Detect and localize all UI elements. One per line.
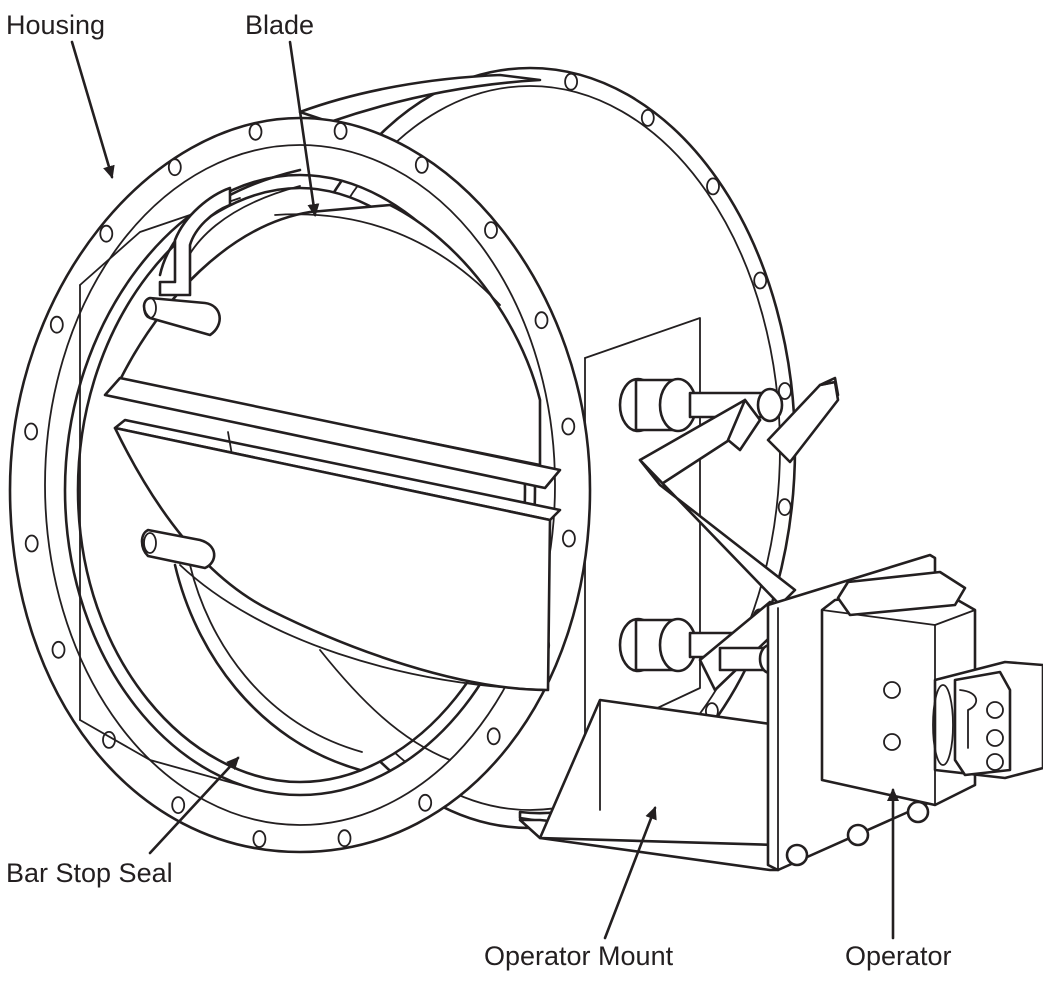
bolt-hole: [333, 122, 348, 140]
bolt-hole: [414, 155, 429, 174]
bolt-hole: [561, 417, 576, 436]
bolt-hole: [706, 177, 720, 196]
blade-label: Blade: [245, 10, 315, 40]
bolt-hole: [753, 271, 768, 290]
bar-stop-seal-leader: [148, 756, 240, 855]
operator-mount-label: Operator Mount: [484, 941, 674, 971]
bolt-hole: [51, 640, 66, 659]
housing-label: Housing: [6, 10, 106, 40]
bolt-hole: [24, 534, 39, 553]
bolt-hole: [777, 498, 792, 517]
shaft-stubs: [140, 186, 232, 570]
bolt-hole: [337, 829, 352, 848]
bolt-hole: [534, 311, 549, 330]
damper-blades: [103, 203, 562, 761]
bar-stop-seal-label: Bar Stop Seal: [6, 858, 173, 888]
front-flange-bolts: [24, 122, 576, 848]
bolt-hole: [248, 122, 263, 141]
bolt-hole: [252, 830, 267, 848]
bolt-hole: [486, 727, 501, 746]
bolt-hole: [778, 382, 792, 400]
operator: [820, 570, 1043, 807]
bolt-hole: [484, 221, 498, 240]
bolt-hole: [24, 422, 39, 441]
blade-leader: [288, 40, 320, 217]
bolt-hole: [562, 529, 576, 548]
operator-label: Operator: [845, 941, 952, 971]
bolt-hole: [640, 109, 655, 127]
bolt-hole: [171, 796, 186, 814]
bolt-hole: [49, 315, 64, 334]
bolt-hole: [99, 224, 114, 243]
housing-leader: [70, 40, 115, 179]
bolt-hole: [167, 158, 182, 177]
bolt-hole: [418, 793, 433, 812]
operator-mount-leader: [603, 806, 657, 940]
bolt-hole: [564, 72, 578, 91]
leader-arrows: [70, 40, 899, 940]
